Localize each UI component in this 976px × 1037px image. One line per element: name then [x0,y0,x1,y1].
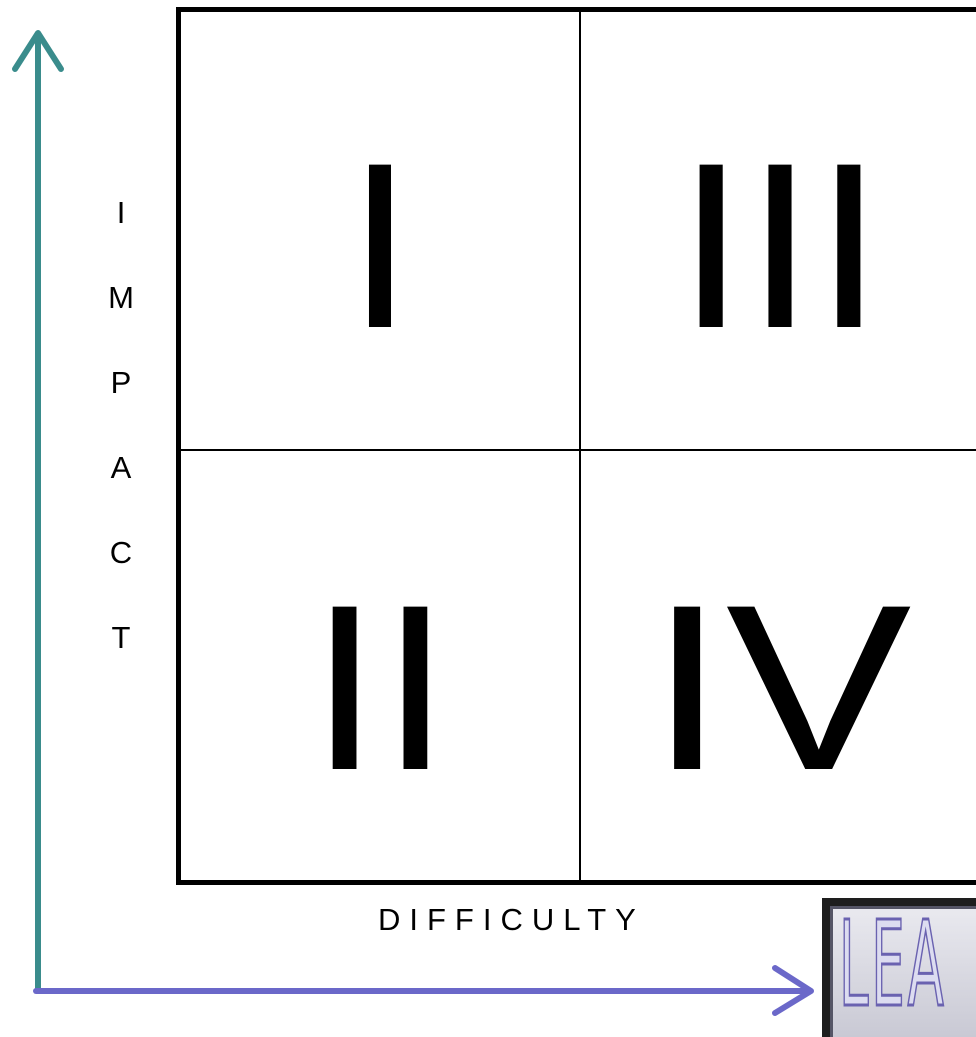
x-axis-label: DIFFICULTY [378,902,645,937]
y-axis-label: I M P A C T [96,180,146,690]
y-axis-letter: I [116,195,126,230]
quadrant-label-top-left: I [347,114,413,378]
logo: LEA [822,898,976,1037]
x-axis-arrowhead [772,965,814,1016]
vertical-divider [579,12,581,880]
y-axis-letter: M [108,280,134,315]
horizontal-divider [181,449,976,451]
priority-matrix: I III II IV [176,7,976,885]
logo-text: LEA [838,906,947,1033]
quadrant-label-bottom-right: IV [648,556,912,820]
y-axis-letter: T [111,620,131,655]
y-axis-letter: C [109,535,133,570]
y-axis-letter: P [110,365,132,400]
y-axis-arrowhead [12,30,64,72]
quadrant-label-top-right: III [676,114,884,378]
quadrant-label-bottom-left: II [309,556,451,820]
y-axis-letter: A [110,450,132,485]
logo-frame: LEA [830,906,976,1037]
